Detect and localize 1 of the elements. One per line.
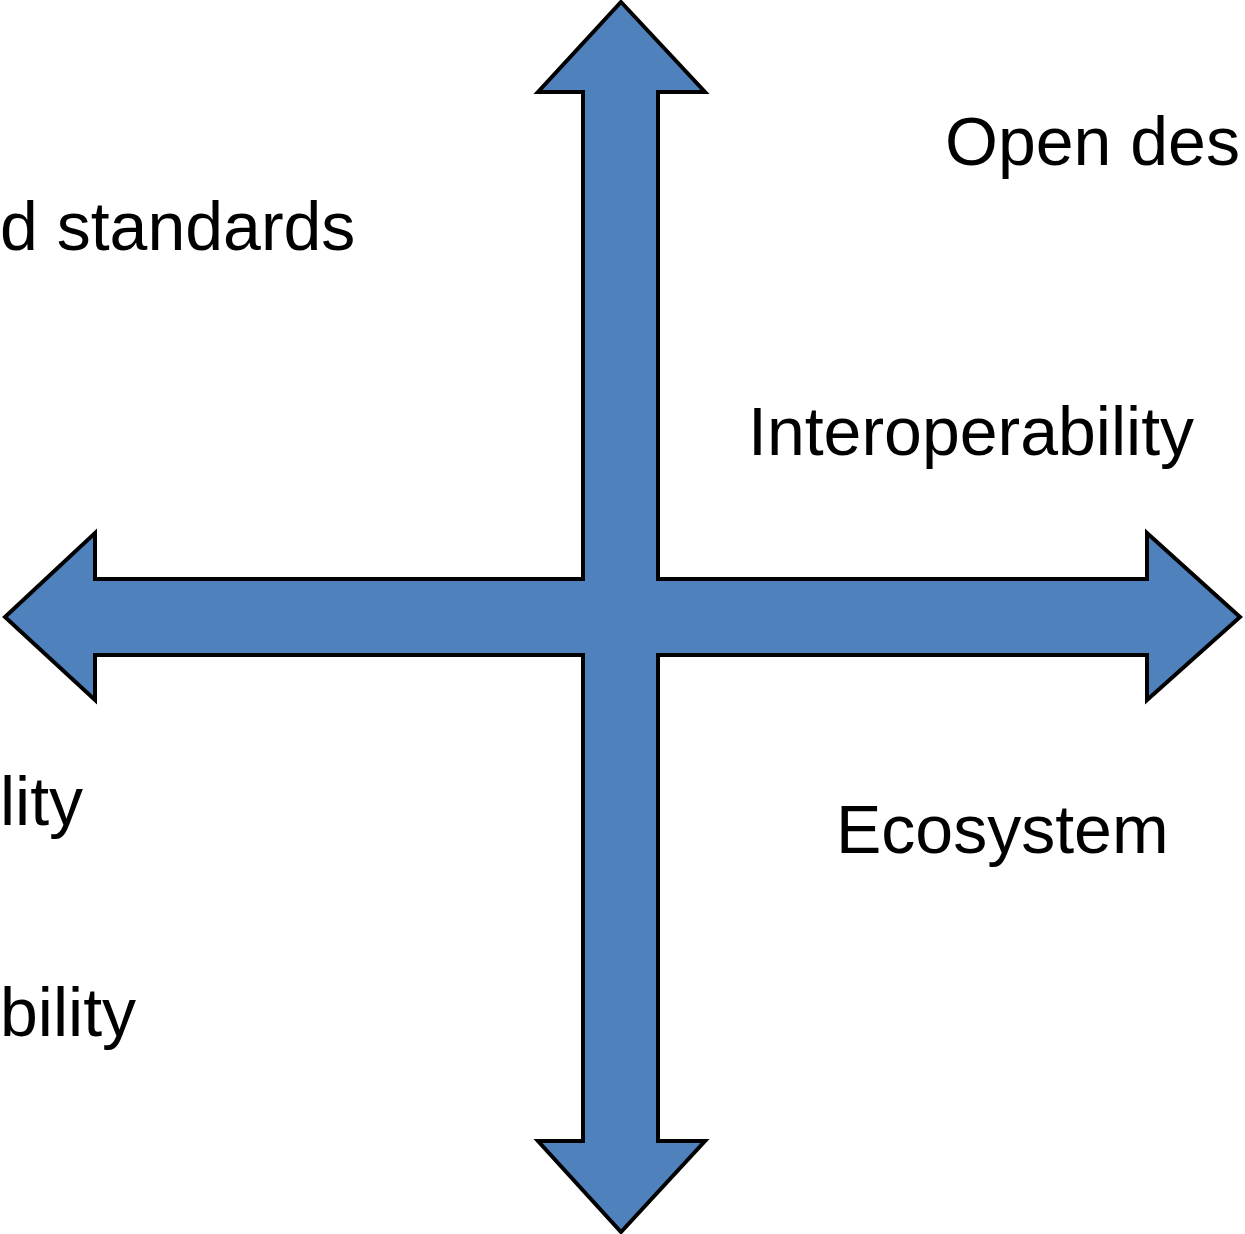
quadrant-label: d standards [0,192,356,260]
